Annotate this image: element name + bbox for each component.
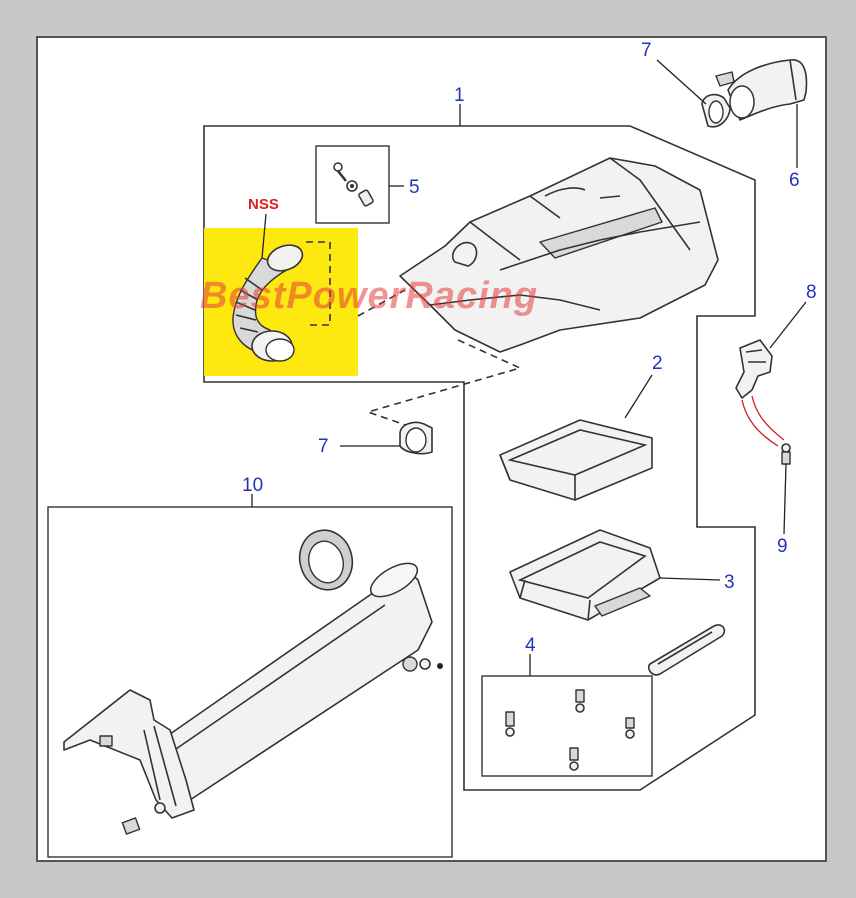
assembly-group-outline [203, 125, 756, 791]
callout-7-lower: 7 [318, 436, 329, 457]
callout-3: 3 [724, 572, 735, 593]
duct-fixings [402, 656, 443, 672]
nss-label: NSS [248, 196, 279, 213]
callout-4: 4 [525, 635, 536, 656]
leader-lines [251, 59, 807, 676]
housing-dash-link [365, 339, 523, 431]
clamp-7-lower [399, 421, 433, 455]
callout-8: 8 [806, 282, 817, 303]
seal-gasket [647, 624, 726, 676]
callout-10: 10 [242, 475, 263, 496]
sensor-bracket [735, 339, 785, 447]
intake-duct [63, 562, 433, 835]
air-filter-element [499, 419, 653, 501]
callout-6: 6 [789, 170, 800, 191]
part-4-fixings [505, 689, 635, 771]
elbow-duct [727, 59, 808, 121]
part-5-screws [333, 162, 374, 207]
callout-9: 9 [777, 536, 788, 557]
clamp-7-upper [701, 71, 735, 128]
watermark: BestPowerRacing [200, 275, 538, 317]
callout-2: 2 [652, 353, 663, 374]
hose-dash-bracket [306, 241, 331, 326]
callout-7-upper: 7 [641, 40, 652, 61]
nss-intake-hose [232, 244, 304, 362]
duct-seal-ring [298, 529, 354, 591]
air-cleaner-housing [399, 157, 719, 353]
callout-5: 5 [409, 177, 420, 198]
callout-1: 1 [454, 85, 465, 106]
part-9-bolt [781, 443, 791, 465]
hose-dash-link [357, 289, 406, 317]
